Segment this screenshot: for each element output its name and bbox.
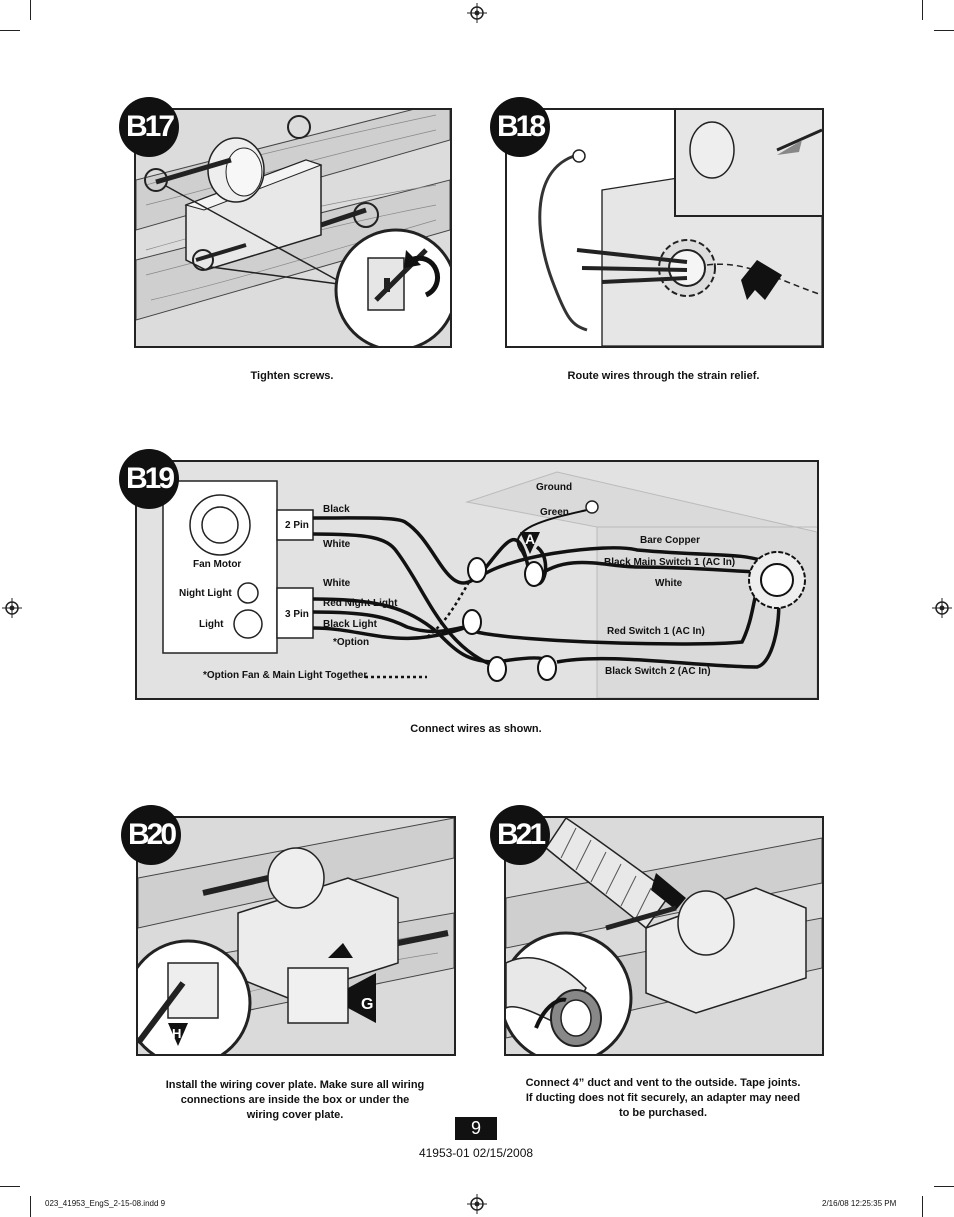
- callout-a: A: [525, 531, 536, 547]
- white-wire-label-2: White: [323, 578, 351, 589]
- step-b21-caption-line: If ducting does not fit securely, an ada…: [525, 1092, 801, 1104]
- option-label: *Option: [333, 637, 370, 648]
- footer-file-info: 023_41953_EngS_2-15-08.indd 9: [45, 1199, 166, 1208]
- step-badge-b19: B19: [119, 449, 179, 509]
- step-badge-b20: B20: [121, 805, 181, 865]
- step-b18-caption: Route wires through the strain relief.: [567, 370, 760, 382]
- step-b17-illustration: [134, 108, 452, 348]
- step-b21-caption: Connect 4” duct and vent to the outside.…: [504, 1076, 822, 1121]
- registration-mark-icon: [467, 3, 487, 23]
- step-b20-caption-line: wiring cover plate.: [246, 1109, 344, 1121]
- step-b17-caption: Tighten screws.: [250, 370, 334, 382]
- push-arrow-icon: [741, 260, 782, 300]
- crop-mark-icon: [934, 30, 954, 31]
- wire-nut-icon: [462, 557, 557, 682]
- callout-h: H: [172, 1026, 182, 1041]
- white-right-label: White: [655, 578, 683, 589]
- step-b19-wiring-diagram: Fan Motor Night Light Light 2 Pin 3 Pin …: [135, 460, 819, 700]
- step-badge-b21: B21: [490, 805, 550, 865]
- light-label: Light: [199, 619, 224, 630]
- step-b21-caption-line: to be purchased.: [618, 1107, 708, 1119]
- ground-label: Ground: [536, 482, 573, 493]
- step-b20-caption-line: Install the wiring cover plate. Make sur…: [165, 1079, 425, 1091]
- crop-mark-icon: [934, 1186, 954, 1187]
- bare-copper-label: Bare Copper: [640, 535, 701, 546]
- crop-mark-icon: [0, 30, 20, 31]
- fan-motor-label: Fan Motor: [193, 559, 242, 570]
- step-b21-illustration: [504, 816, 824, 1056]
- black-light-label: Black Light: [323, 619, 377, 630]
- step-badge-b18: B18: [490, 97, 550, 157]
- step-b18-illustration: [505, 108, 824, 348]
- crop-mark-icon: [922, 0, 923, 20]
- step-badge-b17: B17: [119, 97, 179, 157]
- step-b20-caption-line: connections are inside the box or under …: [180, 1094, 410, 1106]
- step-b19-caption: Connect wires as shown.: [410, 723, 542, 735]
- crop-mark-icon: [0, 1186, 20, 1187]
- callout-g: G: [361, 996, 374, 1013]
- three-pin-label: 3 Pin: [285, 609, 309, 620]
- step-b20-illustration: G H: [136, 816, 456, 1056]
- green-label: Green: [540, 507, 569, 518]
- page-number: 9: [455, 1117, 497, 1140]
- crop-mark-icon: [922, 1196, 923, 1217]
- black-switch2-label: Black Switch 2 (AC In): [605, 666, 711, 677]
- red-switch1-label: Red Switch 1 (AC In): [607, 626, 705, 637]
- rotate-arrow-icon: [410, 255, 440, 298]
- crop-mark-icon: [30, 0, 31, 20]
- black-main-switch-label: Black Main Switch 1 (AC In): [604, 557, 736, 568]
- white-wire-label: White: [323, 539, 351, 550]
- step-b20-caption: Install the wiring cover plate. Make sur…: [136, 1078, 454, 1123]
- option-note-label: *Option Fan & Main Light Together: [203, 670, 368, 681]
- registration-mark-icon: [2, 598, 22, 618]
- footer-timestamp: 2/16/08 12:25:35 PM: [822, 1199, 897, 1208]
- night-light-label: Night Light: [179, 588, 232, 599]
- crop-mark-icon: [30, 1196, 31, 1217]
- document-id: 41953-01 02/15/2008: [418, 1146, 534, 1160]
- red-night-light-label: Red Night Light: [323, 598, 398, 609]
- step-b21-caption-line: Connect 4” duct and vent to the outside.…: [525, 1077, 801, 1089]
- black-wire-label: Black: [323, 504, 350, 515]
- registration-mark-icon: [467, 1194, 487, 1214]
- registration-mark-icon: [932, 598, 952, 618]
- two-pin-label: 2 Pin: [285, 520, 309, 531]
